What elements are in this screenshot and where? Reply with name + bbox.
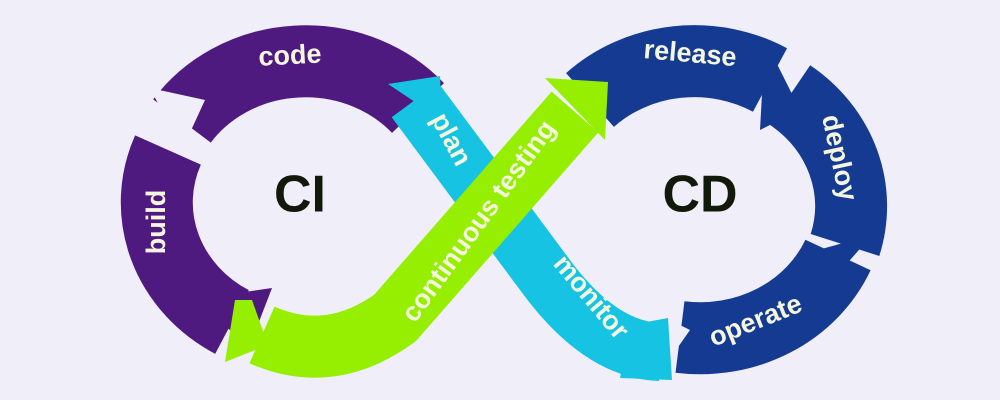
monitor-arrow-head bbox=[620, 318, 672, 380]
operate-segment bbox=[675, 238, 871, 375]
continuous-testing-arrow-head bbox=[545, 78, 608, 140]
cd-label: CD bbox=[662, 166, 737, 224]
ci-label: CI bbox=[274, 166, 326, 224]
build-label: build bbox=[141, 190, 171, 254]
plan-arrow-tail bbox=[388, 76, 442, 120]
code-label: code bbox=[258, 38, 323, 71]
continuous-testing-band bbox=[249, 91, 599, 378]
release-segment bbox=[566, 25, 788, 128]
code-arrow-notch bbox=[150, 88, 205, 150]
deploy-segment bbox=[768, 65, 888, 256]
continuous-testing-tail bbox=[225, 300, 268, 362]
code-segment bbox=[153, 25, 444, 144]
